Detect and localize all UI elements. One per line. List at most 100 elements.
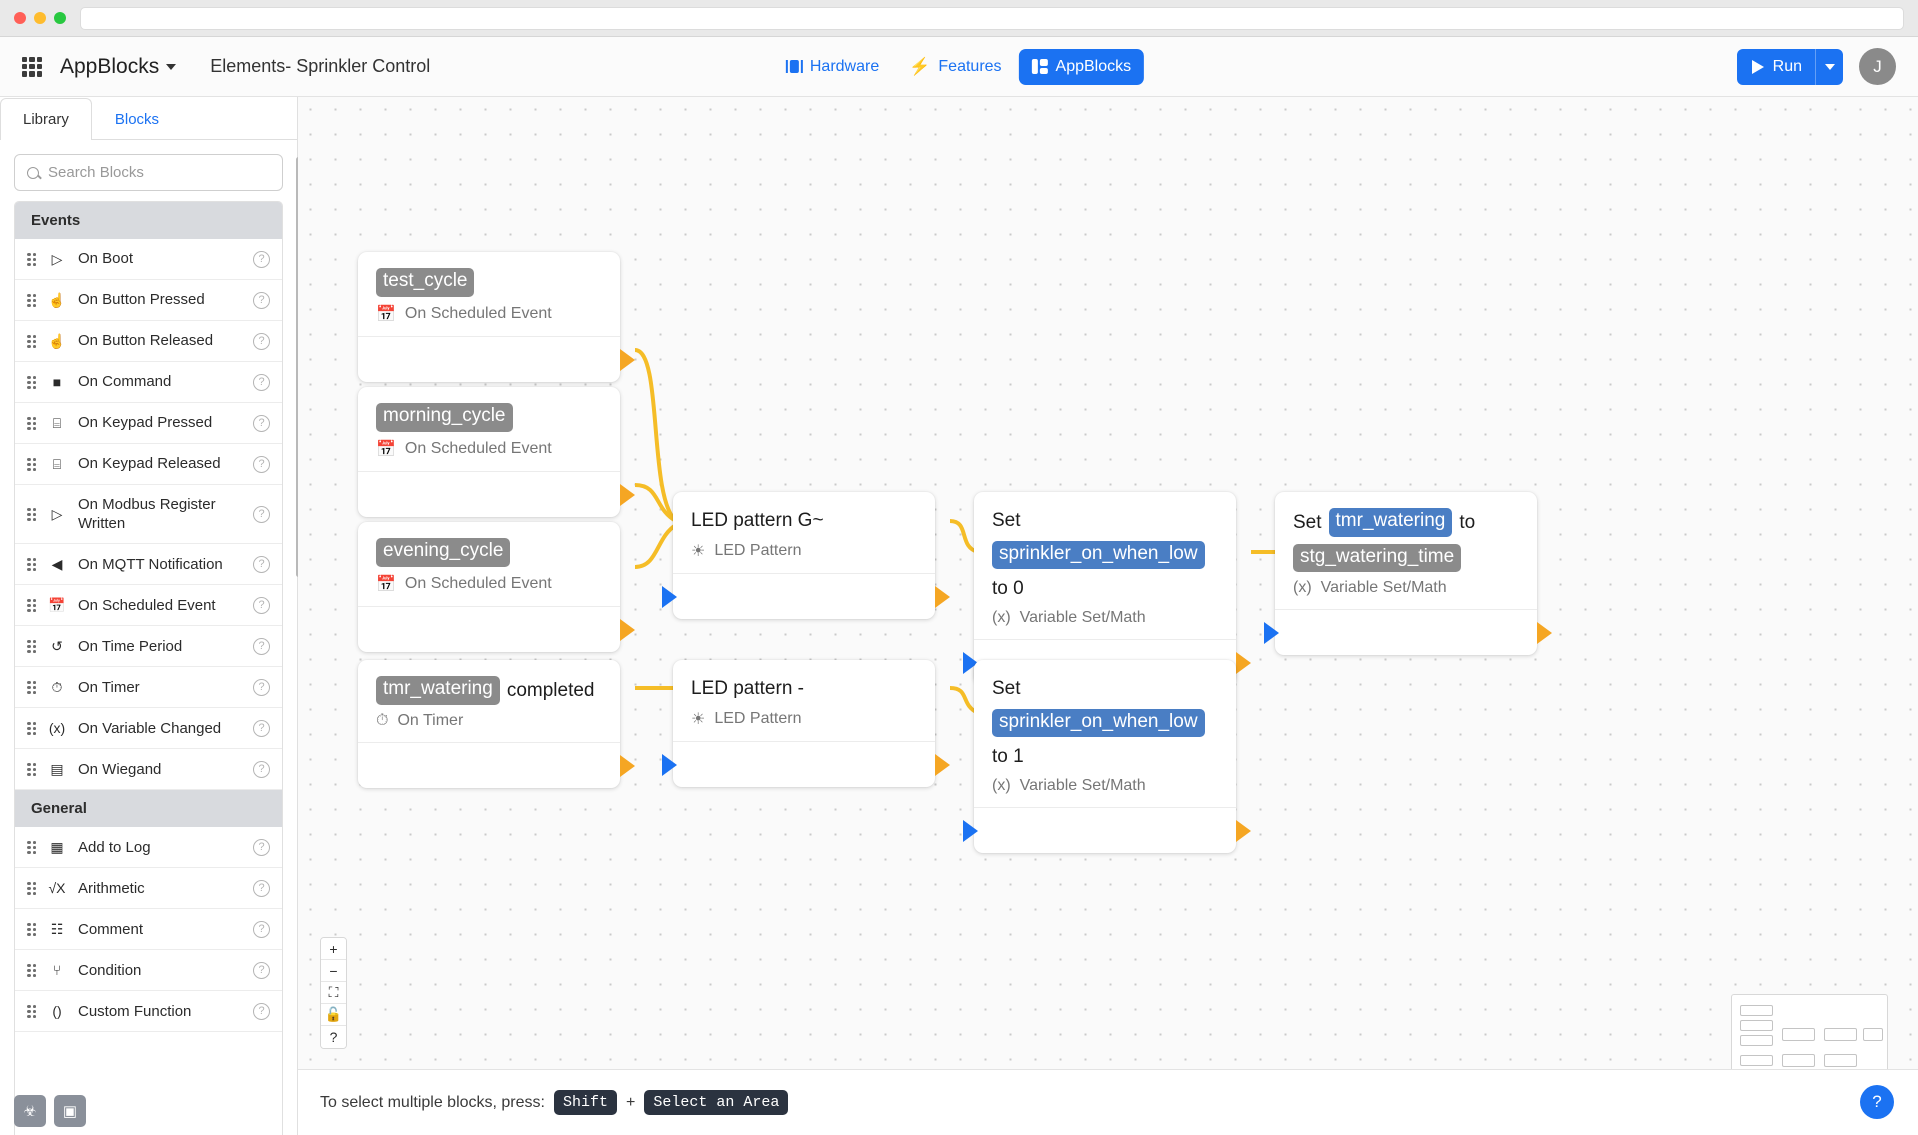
drag-handle-icon[interactable] (27, 639, 36, 653)
library-item-custom-function[interactable]: ()Custom Function? (15, 991, 282, 1033)
help-icon[interactable]: ? (253, 455, 270, 473)
block-output-port[interactable] (1236, 651, 1251, 674)
library-item-on-mqtt-notification[interactable]: ◀On MQTT Notification? (15, 544, 282, 586)
blocks-canvas[interactable]: test_cycle📅On Scheduled Event morning_cyc… (298, 97, 1918, 1069)
library-item-on-wiegand[interactable]: ▤On Wiegand? (15, 749, 282, 791)
brand-menu[interactable]: AppBlocks (60, 55, 177, 79)
tab-library[interactable]: Library (0, 98, 92, 140)
block-output-port[interactable] (620, 754, 635, 777)
help-icon[interactable]: ? (253, 637, 270, 655)
drag-handle-icon[interactable] (27, 557, 36, 571)
help-icon[interactable]: ? (253, 414, 270, 432)
library-item-on-command[interactable]: ■On Command? (15, 362, 282, 403)
drag-handle-icon[interactable] (27, 416, 36, 430)
minimize-window-icon[interactable] (34, 12, 46, 24)
nav-item-hardware[interactable]: Hardware (774, 49, 892, 85)
canvas-block-led_pattern_dash[interactable]: LED pattern -☀LED Pattern (662, 660, 950, 787)
help-icon[interactable]: ? (1860, 1085, 1894, 1119)
library-item-on-button-released[interactable]: ☝On Button Released? (15, 321, 282, 362)
drag-handle-icon[interactable] (27, 840, 36, 854)
run-dropdown-button[interactable] (1815, 48, 1843, 85)
library-item-on-time-period[interactable]: ↺On Time Period? (15, 626, 282, 668)
block-variable-badge[interactable]: tmr_watering (1328, 508, 1453, 537)
run-button[interactable]: Run (1736, 48, 1843, 85)
block-input-port[interactable] (662, 585, 677, 608)
block-variable-badge[interactable]: sprinkler_on_when_low (992, 708, 1205, 738)
address-bar[interactable] (80, 6, 1904, 30)
help-icon[interactable]: ? (253, 332, 270, 350)
library-item-on-keypad-pressed[interactable]: ⌸On Keypad Pressed? (15, 403, 282, 444)
drag-handle-icon[interactable] (27, 1004, 36, 1018)
help-icon[interactable]: ? (253, 719, 270, 737)
block-output-port[interactable] (620, 348, 635, 371)
avatar[interactable]: J (1859, 48, 1896, 85)
drag-handle-icon[interactable] (27, 293, 36, 307)
library-item-on-timer[interactable]: ⏱On Timer? (15, 667, 282, 709)
drag-handle-icon[interactable] (27, 963, 36, 977)
tab-blocks[interactable]: Blocks (114, 111, 160, 128)
block-variable-badge[interactable]: morning_cycle (376, 403, 513, 432)
help-icon[interactable]: ? (253, 1002, 270, 1020)
block-variable-badge[interactable]: evening_cycle (376, 538, 511, 567)
block-output-port[interactable] (620, 618, 635, 641)
drag-handle-icon[interactable] (27, 507, 36, 521)
help-icon[interactable]: ? (253, 920, 270, 938)
help-icon[interactable]: ? (253, 250, 270, 268)
help-icon[interactable]: ? (253, 838, 270, 856)
help-icon[interactable]: ? (253, 555, 270, 573)
drag-handle-icon[interactable] (27, 252, 36, 266)
library-item-on-variable-changed[interactable]: (x)On Variable Changed? (15, 708, 282, 750)
block-input-port[interactable] (1264, 622, 1279, 645)
help-icon[interactable]: ? (253, 760, 270, 778)
library-item-on-button-pressed[interactable]: ☝On Button Pressed? (15, 280, 282, 321)
block-value-badge[interactable]: stg_watering_time (1293, 543, 1462, 573)
canvas-block-led_pattern_g[interactable]: LED pattern G~☀LED Pattern (662, 492, 950, 619)
bug-icon[interactable]: ☣ (14, 1095, 46, 1127)
drag-handle-icon[interactable] (27, 457, 36, 471)
help-icon[interactable]: ? (253, 596, 270, 614)
library-item-on-keypad-released[interactable]: ⌸On Keypad Released? (15, 444, 282, 485)
library-item-on-scheduled-event[interactable]: 📅On Scheduled Event? (15, 585, 282, 627)
block-output-port[interactable] (1236, 819, 1251, 842)
block-output-port[interactable] (935, 585, 950, 608)
help-icon[interactable]: ? (253, 961, 270, 979)
zoom-out-button[interactable]: − (321, 960, 346, 982)
help-icon[interactable]: ? (253, 879, 270, 897)
library-item-condition[interactable]: ⑂Condition? (15, 950, 282, 992)
help-icon[interactable]: ? (253, 291, 270, 309)
block-input-port[interactable] (963, 819, 978, 842)
drag-handle-icon[interactable] (27, 598, 36, 612)
drag-handle-icon[interactable] (27, 680, 36, 694)
close-window-icon[interactable] (14, 12, 26, 24)
search-input[interactable] (48, 164, 270, 181)
drag-handle-icon[interactable] (27, 721, 36, 735)
library-item-on-modbus-register-written[interactable]: ▷On Modbus Register Written? (15, 485, 282, 545)
app-grid-icon[interactable] (22, 56, 42, 77)
drag-handle-icon[interactable] (27, 881, 36, 895)
drag-handle-icon[interactable] (27, 334, 36, 348)
drag-handle-icon[interactable] (27, 762, 36, 776)
help-icon[interactable]: ? (253, 505, 270, 523)
block-variable-badge[interactable]: sprinkler_on_when_low (992, 540, 1205, 570)
block-input-port[interactable] (662, 753, 677, 776)
canvas-block-test_cycle[interactable]: test_cycle📅On Scheduled Event (358, 252, 635, 382)
block-output-port[interactable] (620, 483, 635, 506)
drag-handle-icon[interactable] (27, 375, 36, 389)
maximize-window-icon[interactable] (54, 12, 66, 24)
chip-icon[interactable]: ▣ (54, 1095, 86, 1127)
library-item-comment[interactable]: ☷Comment? (15, 909, 282, 951)
block-output-port[interactable] (1537, 622, 1552, 645)
drag-handle-icon[interactable] (27, 922, 36, 936)
search-box[interactable] (14, 154, 283, 191)
block-variable-badge[interactable]: tmr_watering (376, 676, 500, 705)
zoom-in-button[interactable]: + (321, 938, 346, 960)
lock-toggle-button[interactable]: 🔓 (321, 1004, 346, 1026)
canvas-block-evening_cycle[interactable]: evening_cycle📅On Scheduled Event (358, 522, 635, 652)
help-icon[interactable]: ? (253, 373, 270, 391)
library-item-on-boot[interactable]: ▷On Boot? (15, 239, 282, 280)
